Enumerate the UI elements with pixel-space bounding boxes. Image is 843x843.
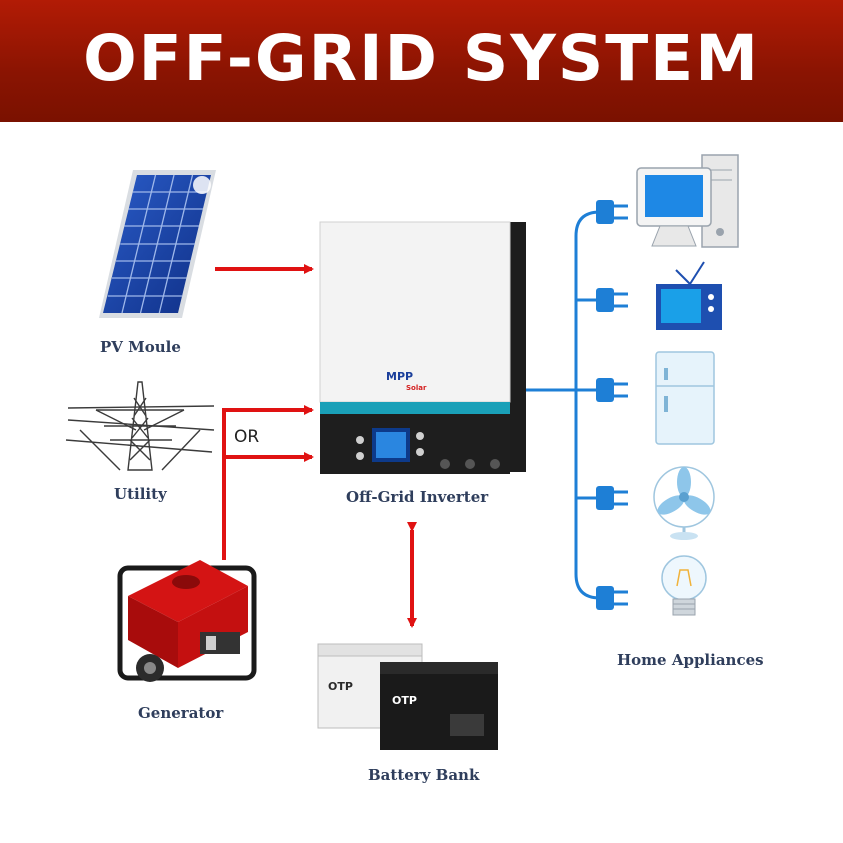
- plug-icon: [596, 200, 628, 224]
- utility-label: Utility: [114, 485, 167, 503]
- battery-brand-front: OTP: [392, 694, 417, 707]
- fridge-icon: [655, 351, 715, 445]
- inverter-brand-sub: Solar: [406, 384, 427, 392]
- tv-icon: [656, 261, 722, 330]
- solar-panel-icon: [99, 170, 216, 318]
- pv-module-label: PV Moule: [100, 338, 181, 356]
- or-label: OR: [234, 427, 260, 447]
- page-title: OFF-GRID SYSTEM: [83, 22, 760, 95]
- plug-icon: [596, 486, 628, 510]
- power-flow-arrows: [215, 264, 417, 628]
- battery-bank-label: Battery Bank: [368, 766, 480, 784]
- plug-icon: [596, 586, 628, 610]
- appliance-bus: [526, 210, 601, 600]
- battery-icon: OTP OTP: [317, 643, 498, 750]
- power-tower-icon: [65, 381, 215, 471]
- inverter-icon: MPP Solar: [319, 221, 526, 474]
- generator-icon: [117, 560, 257, 682]
- plug-icon: [596, 378, 628, 402]
- home-appliances-label: Home Appliances: [617, 651, 764, 669]
- inverter-brand-mark: MPP: [386, 370, 413, 383]
- title-banner: OFF-GRID SYSTEM: [0, 0, 843, 122]
- inverter-label: Off-Grid Inverter: [346, 488, 489, 506]
- fan-icon: [653, 466, 715, 540]
- bulb-icon: [661, 555, 707, 616]
- plug-icon: [596, 288, 628, 312]
- utility-to-inverter-arrow: [222, 405, 314, 560]
- battery-brand-back: OTP: [328, 680, 353, 693]
- generator-label: Generator: [138, 704, 224, 722]
- computer-icon: [636, 154, 739, 248]
